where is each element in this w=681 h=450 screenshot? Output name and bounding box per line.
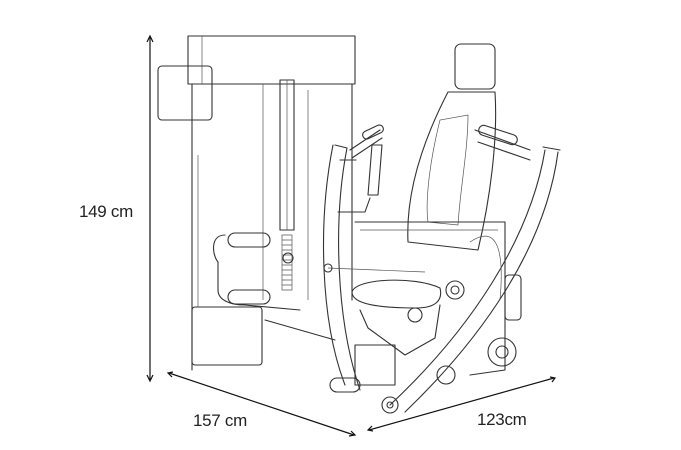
depth-dimension-line — [166, 371, 357, 437]
base-wheels — [354, 221, 522, 386]
instruction-placard — [157, 65, 213, 121]
adjustment-cable — [327, 267, 426, 273]
depth-label: 157 cm — [193, 411, 247, 430]
right-press-arm — [381, 124, 561, 414]
height-label: 149 cm — [79, 202, 133, 221]
width-label: 123cm — [477, 410, 527, 429]
left-press-arm — [323, 124, 384, 393]
height-dimension-line — [146, 34, 154, 383]
cable-knob — [323, 263, 333, 273]
weight-stack-tower — [187, 35, 356, 371]
seat — [351, 279, 465, 356]
width-dimension-line — [366, 376, 557, 432]
back-pad — [407, 43, 497, 251]
leg-rollers — [213, 232, 336, 341]
